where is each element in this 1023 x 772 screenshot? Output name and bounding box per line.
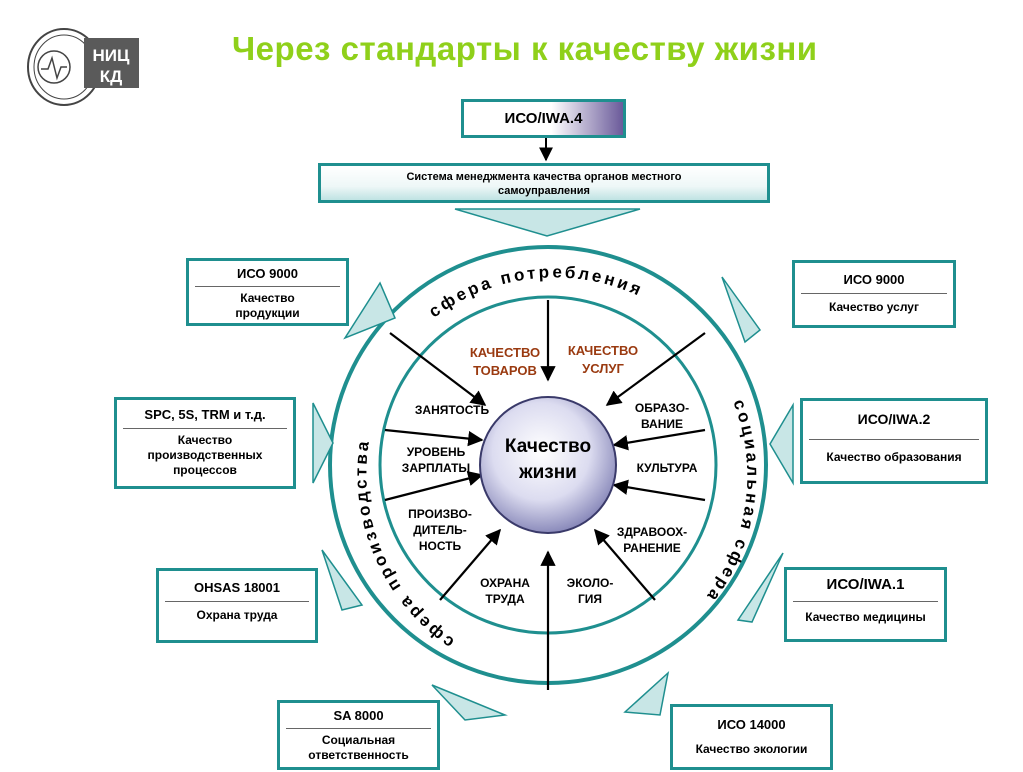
arrow-ne (605, 332, 706, 406)
box-iso14000: ИСО 14000 Качество экологии (670, 704, 833, 770)
box-head: SPC, 5S, TRM и т.д. (123, 400, 287, 429)
box-body-line: Качество (177, 433, 233, 447)
box-body-line: продукции (235, 306, 300, 320)
box-body-line: Охрана труда (196, 608, 278, 622)
nick-logo: НИЦ КД (27, 28, 139, 106)
pointer-iso9000-prod (343, 281, 396, 340)
arrow-se (593, 528, 656, 601)
box-body-line: Качество экологии (695, 742, 808, 756)
arrow-e1 (612, 428, 706, 451)
logo-text-bottom: КД (100, 67, 123, 86)
label-ohrana-1: ОХРАНА (480, 576, 530, 590)
iso-iwa4-box: ИСО/IWA.4 (461, 99, 626, 138)
label-kach-uslug-2: УСЛУГ (582, 361, 624, 376)
logo-text-top: НИЦ (93, 46, 130, 65)
pointer-iso14000 (623, 670, 670, 716)
quality-management-box: Система менеджмента качества органов мес… (318, 163, 770, 203)
box-head: ИСО 9000 (195, 261, 340, 287)
pointer-sa8000 (431, 684, 508, 721)
label-uroven-1: УРОВЕНЬ (407, 445, 466, 459)
pointer-iwa2 (769, 402, 794, 486)
label-kach-tovarov-1: КАЧЕСТВО (470, 345, 540, 360)
qm-line-2: самоуправления (498, 185, 590, 197)
box-head: ИСО 9000 (801, 263, 947, 294)
arrow-nw (389, 332, 487, 406)
box-iwa2: ИСО/IWA.2 Качество образования (800, 398, 988, 484)
label-proizv-1: ПРОИЗВО- (408, 507, 472, 521)
box-iso9000-services: ИСО 9000 Качество услуг (792, 260, 956, 328)
box-head: ИСО/IWA.2 (809, 401, 979, 440)
label-zdrav-1: ЗДРАВООХ- (617, 525, 687, 539)
label-ekologiya-1: ЭКОЛО- (567, 576, 614, 590)
box-body-line: Социальная (321, 733, 396, 747)
box-head: SA 8000 (286, 703, 431, 729)
funnel-top (454, 208, 641, 237)
box-body-line: Качество (240, 291, 295, 305)
pointer-ohsas (321, 549, 364, 611)
box-head: OHSAS 18001 (165, 571, 309, 602)
box-head: ИСО 14000 (717, 717, 786, 732)
box-body-line: Качество услуг (829, 300, 919, 314)
label-proizv-2: ДИТЕЛЬ- (413, 523, 467, 537)
pointer-spc (312, 402, 334, 484)
label-obrazov-1: ОБРАЗО- (635, 401, 689, 415)
arrow-e2 (612, 479, 706, 502)
arrow-w1 (384, 428, 484, 447)
box-body-line: производственных (147, 448, 263, 462)
box-iwa1: ИСО/IWA.1 Качество медицины (784, 567, 947, 642)
label-zanyatost: ЗАНЯТОСТЬ (415, 403, 490, 417)
label-proizv-3: НОСТЬ (419, 539, 462, 553)
label-obrazov-2: ВАНИЕ (641, 417, 683, 431)
arrow-w2 (384, 471, 484, 502)
label-ohrana-2: ТРУДА (485, 592, 525, 606)
box-iso9000-product: ИСО 9000 Качество продукции (186, 258, 349, 326)
center-line-2: жизни (518, 462, 577, 483)
center-circle (479, 396, 617, 534)
arrow-sw (439, 528, 502, 601)
label-kultura: КУЛЬТУРА (637, 461, 698, 475)
page-title: Через стандарты к качеству жизни (232, 30, 818, 67)
label-kach-uslug-1: КАЧЕСТВО (568, 343, 638, 358)
box-spc: SPC, 5S, TRM и т.д. Качество производств… (114, 397, 296, 489)
center-line-1: Качество (505, 436, 591, 457)
box-body-line: Качество медицины (805, 610, 926, 624)
box-head: ИСО/IWA.1 (793, 570, 938, 602)
label-ekologiya-2: ГИЯ (578, 592, 602, 606)
box-body-line: Качество образования (826, 450, 962, 464)
label-kach-tovarov-2: ТОВАРОВ (473, 363, 537, 378)
pointer-iso9000-usl (721, 276, 762, 344)
box-body-line: процессов (173, 463, 237, 477)
box-body-line: ответственность (308, 748, 409, 762)
box-sa8000: SA 8000 Социальная ответственность (277, 700, 440, 770)
box-ohsas: OHSAS 18001 Охрана труда (156, 568, 318, 643)
qm-line-1: Система менеджмента качества органов мес… (406, 171, 682, 183)
label-zdrav-2: РАНЕНИЕ (623, 541, 681, 555)
pointer-iwa1 (736, 552, 784, 623)
label-uroven-2: ЗАРПЛАТЫ (402, 461, 470, 475)
